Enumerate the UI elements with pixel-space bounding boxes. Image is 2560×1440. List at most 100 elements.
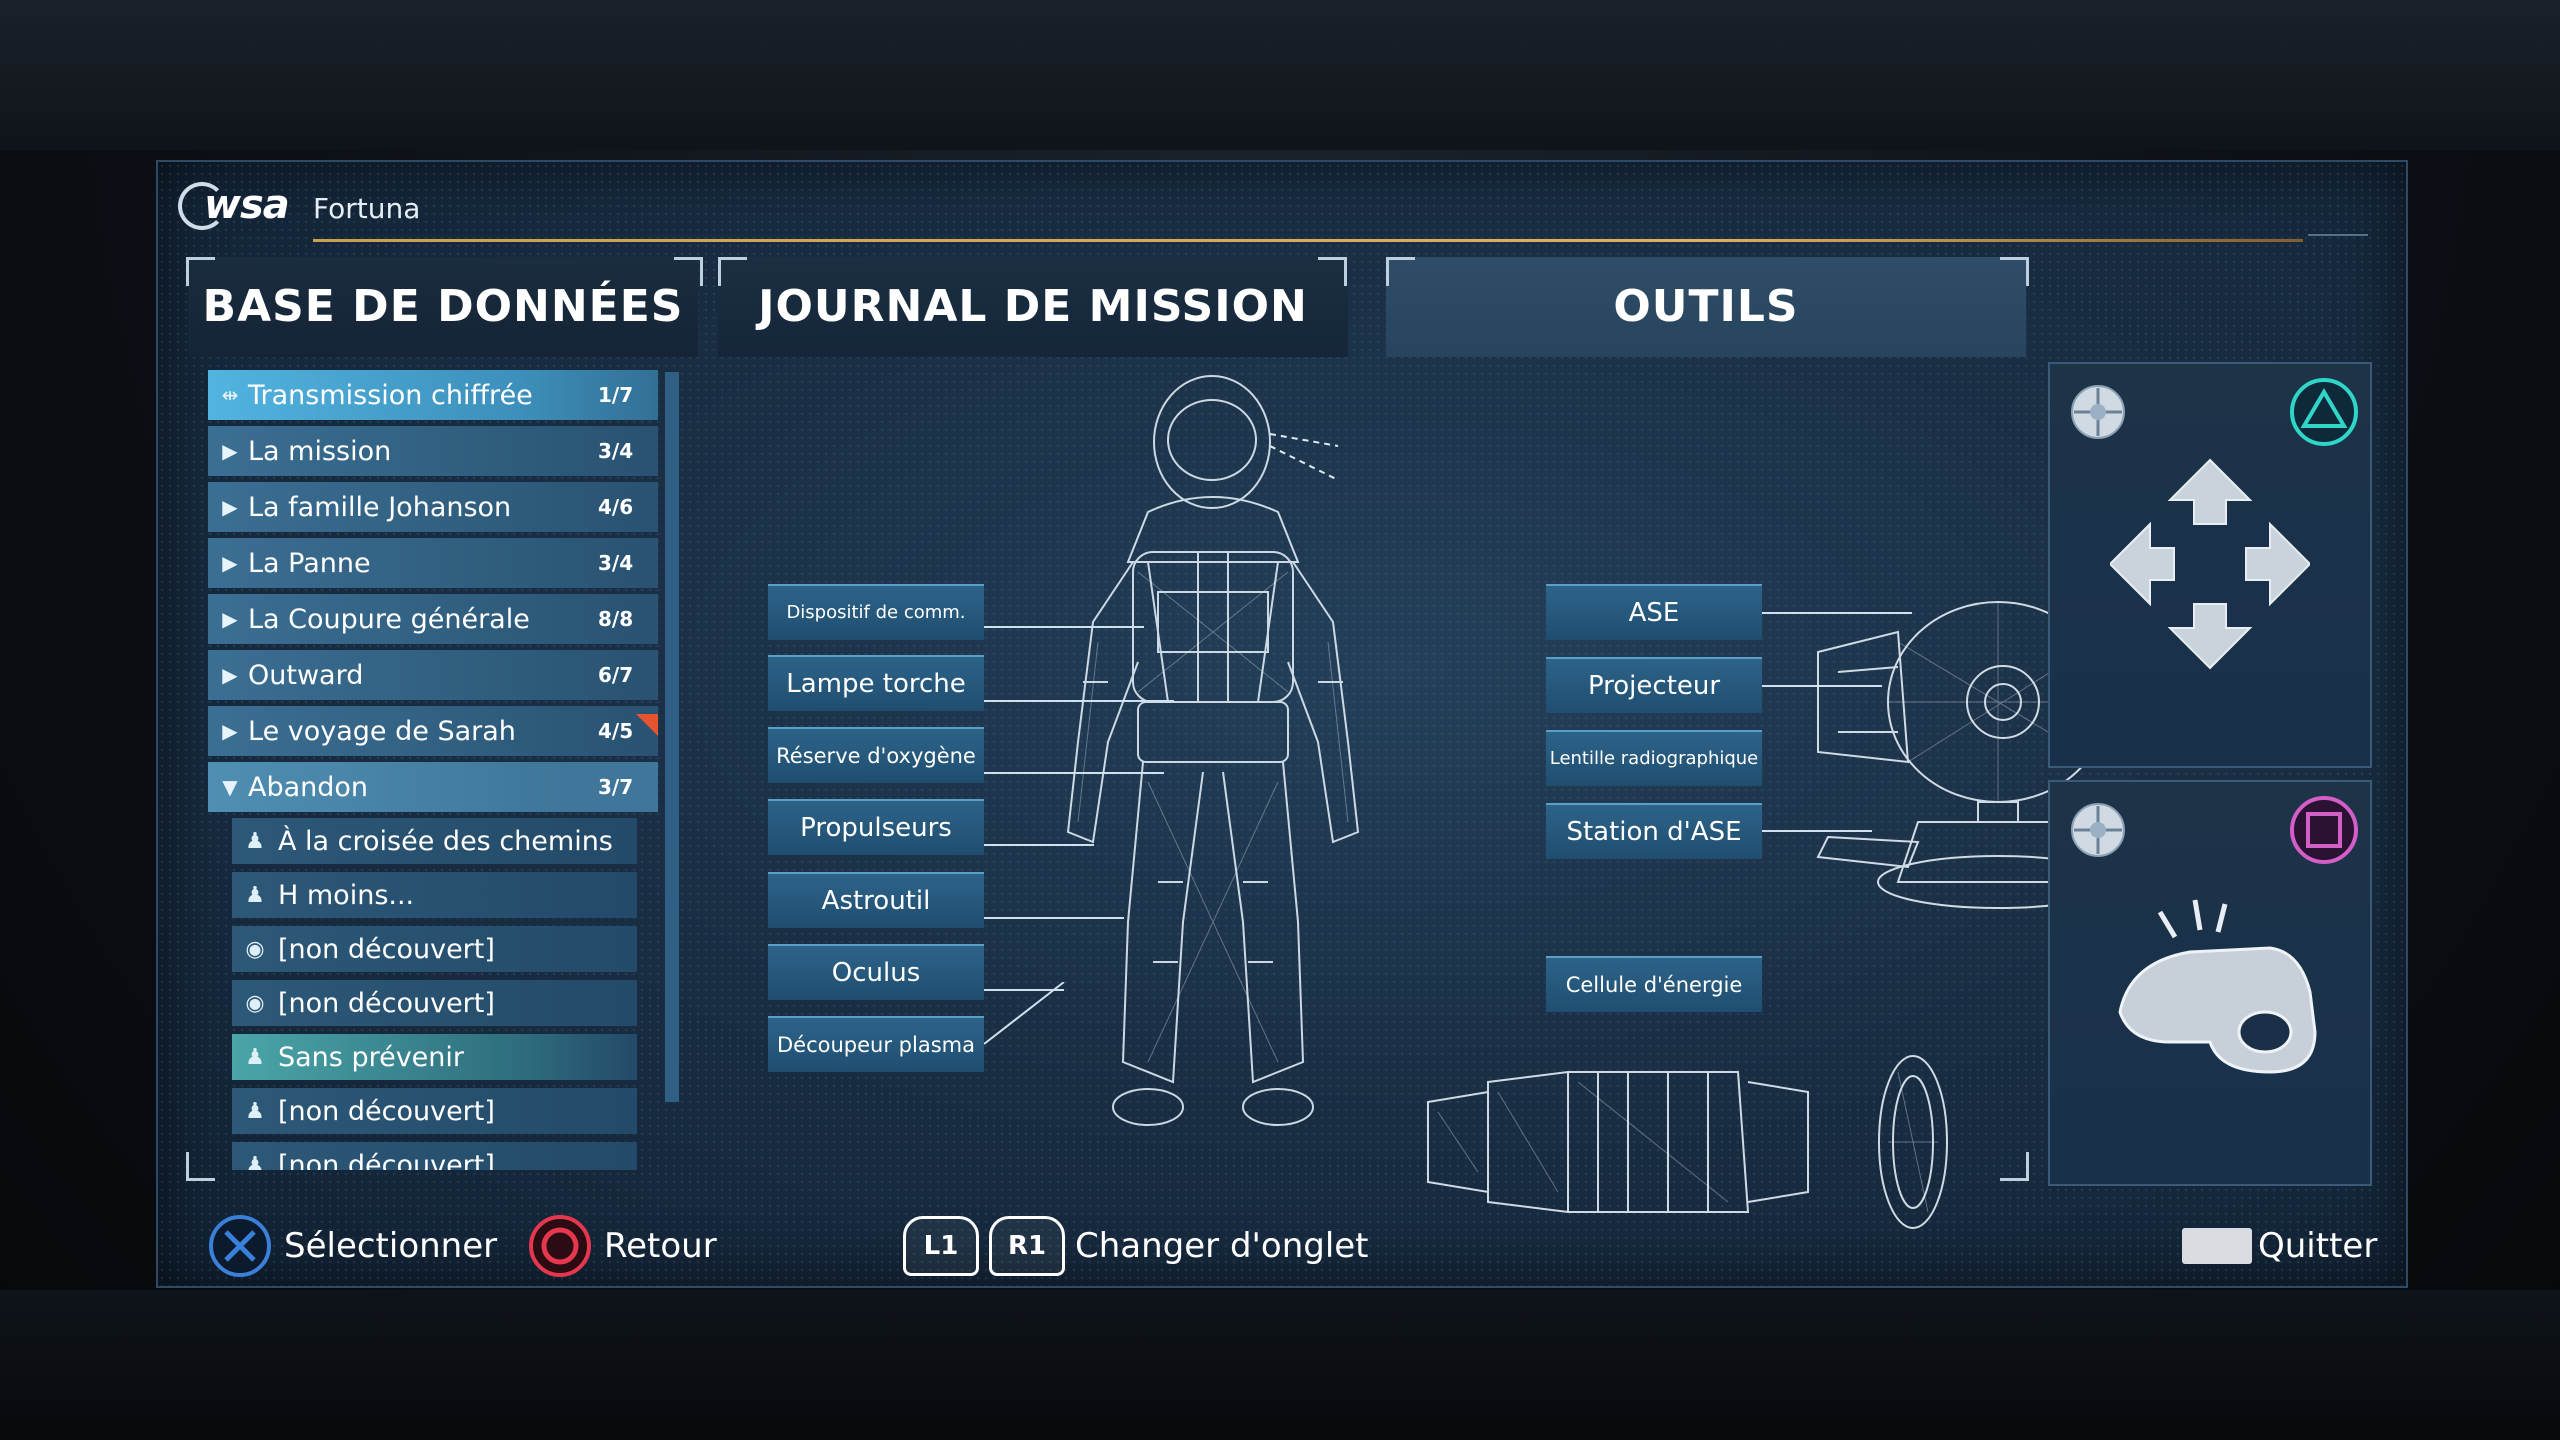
list-item-count: 6/7 <box>598 663 634 687</box>
leader-line <box>984 844 1094 846</box>
list-item[interactable]: ▶ La famille Johanson 4/6 <box>208 482 658 532</box>
change-tab-prompt[interactable]: L1 R1 Changer d'onglet <box>903 1216 1369 1276</box>
logo-text: wsa <box>204 182 290 228</box>
sub-list-item-label: H moins... <box>278 879 415 911</box>
sub-list-item[interactable]: ♟ [non découvert] <box>232 1088 637 1134</box>
person-icon: ♟ <box>245 1044 265 1070</box>
suit-part-tag[interactable]: Dispositif de comm. <box>768 584 984 640</box>
options-button-icon <box>2182 1228 2252 1264</box>
database-list: ⇹ Transmission chiffrée 1/7 ▶ La mission… <box>208 370 658 1170</box>
leader-line <box>984 917 1124 919</box>
tab-database[interactable]: BASE DE DONNÉES <box>188 257 698 357</box>
list-item-expanded[interactable]: ▼ Abandon 3/7 <box>208 762 658 812</box>
sub-list-item[interactable]: ◉ [non découvert] <box>232 980 637 1026</box>
quit-prompt[interactable]: Quitter <box>2182 1216 2377 1276</box>
arrow-down-icon: ▼ <box>222 775 238 799</box>
leader-line <box>984 989 1064 991</box>
leader-line <box>984 772 1164 774</box>
list-item[interactable]: ▶ La Coupure générale 8/8 <box>208 594 658 644</box>
sub-list-item[interactable]: ♟ À la croisée des chemins <box>232 818 637 864</box>
triangle-button-icon <box>2290 378 2358 446</box>
bracket-corner <box>1386 257 1415 286</box>
astronaut-wireframe <box>1066 375 1360 1126</box>
header-divider <box>313 239 2303 242</box>
list-item-label: La famille Johanson <box>248 491 512 523</box>
sub-list-item-label: [non découvert] <box>278 987 495 1019</box>
sub-list-item[interactable]: ♟ Sans prévenir <box>232 1034 637 1080</box>
r1-button-icon: R1 <box>989 1216 1065 1276</box>
circle-button-icon <box>529 1215 591 1277</box>
cross-button-icon <box>209 1215 271 1277</box>
list-item-label: Le voyage de Sarah <box>248 715 516 747</box>
list-item[interactable]: ▶ Outward 6/7 <box>208 650 658 700</box>
tool-tag[interactable]: ASE <box>1546 584 1762 640</box>
eye-icon: ◉ <box>245 936 265 962</box>
header: wsa Fortuna <box>178 174 2378 242</box>
tool-tag[interactable]: Station d'ASE <box>1546 803 1762 859</box>
list-item-count: 4/5 <box>598 719 634 743</box>
whistle-panel <box>2048 780 2372 1186</box>
tab-mission-journal[interactable]: JOURNAL DE MISSION <box>718 257 1348 357</box>
suit-part-tag[interactable]: Propulseurs <box>768 799 984 855</box>
quit-label: Quitter <box>2258 1226 2378 1266</box>
arrow-right-icon: ▶ <box>222 439 238 463</box>
suit-part-tag[interactable]: Découpeur plasma <box>768 1016 984 1072</box>
list-item-count: 3/7 <box>598 775 634 799</box>
back-label: Retour <box>604 1226 717 1266</box>
whistle-icon <box>2118 899 2317 1074</box>
list-item-label: La mission <box>248 435 392 467</box>
list-item[interactable]: ⇹ Transmission chiffrée 1/7 <box>208 370 658 420</box>
bracket-corner <box>718 257 747 286</box>
list-item-count: 4/6 <box>598 495 634 519</box>
tab-tools[interactable]: OUTILS <box>1386 257 2026 357</box>
list-item-label: Outward <box>248 659 364 691</box>
sub-list-item[interactable]: ♟ [non découvert] <box>232 1142 637 1170</box>
select-prompt[interactable]: Sélectionner <box>208 1215 498 1277</box>
list-item-count: 8/8 <box>598 607 634 631</box>
tool-tag[interactable]: Cellule d'énergie <box>1546 956 1762 1012</box>
signal-icon: ⇹ <box>221 383 239 407</box>
eye-icon: ◉ <box>245 990 265 1016</box>
tool-tag[interactable]: Projecteur <box>1546 657 1762 713</box>
bracket-corner <box>186 257 215 286</box>
arrow-right-icon: ▶ <box>222 663 238 687</box>
suit-part-tag[interactable]: Oculus <box>768 944 984 1000</box>
new-entry-flag-icon <box>636 714 658 736</box>
header-divider-end <box>2308 234 2368 236</box>
person-icon: ♟ <box>245 1098 265 1124</box>
energy-cell-wireframe <box>1427 1055 1948 1229</box>
arrow-right-icon: ▶ <box>222 551 238 575</box>
select-label: Sélectionner <box>284 1226 498 1266</box>
list-item[interactable]: ▶ Le voyage de Sarah 4/5 <box>208 706 658 756</box>
sub-list-item[interactable]: ♟ H moins... <box>232 872 637 918</box>
list-item[interactable]: ▶ La Panne 3/4 <box>208 538 658 588</box>
list-item-count: 3/4 <box>598 551 634 575</box>
change-tab-label: Changer d'onglet <box>1075 1226 1369 1266</box>
list-item-count: 3/4 <box>598 439 634 463</box>
bracket-corner <box>2000 1152 2029 1181</box>
back-prompt[interactable]: Retour <box>528 1215 717 1277</box>
leader-line <box>984 626 1144 628</box>
list-item-label: La Coupure générale <box>248 603 530 635</box>
sub-list-item[interactable]: ◉ [non découvert] <box>232 926 637 972</box>
leader-line <box>1762 685 1882 687</box>
footer-controls: Sélectionner Retour L1 R1 Changer d'ongl… <box>158 1202 2406 1286</box>
sub-list-item-label: Sans prévenir <box>278 1041 465 1073</box>
mission-name: Fortuna <box>313 192 421 225</box>
database-scrollbar[interactable] <box>665 372 679 1102</box>
list-item[interactable]: ▶ La mission 3/4 <box>208 426 658 476</box>
logo-swoosh-icon <box>178 182 226 230</box>
sub-list-item-label: [non découvert] <box>278 1095 495 1127</box>
suit-part-tag[interactable]: Lampe torche <box>768 655 984 711</box>
list-item-count: 1/7 <box>598 383 634 407</box>
wsa-logo: wsa <box>178 174 290 230</box>
suit-part-tag[interactable]: Astroutil <box>768 872 984 928</box>
l1-button-icon: L1 <box>903 1216 979 1276</box>
bracket-corner <box>2000 257 2029 286</box>
sub-list-item-label: [non découvert] <box>278 1149 495 1171</box>
list-item-label: Transmission chiffrée <box>248 379 533 411</box>
bracket-corner <box>186 1152 215 1181</box>
arrow-right-icon: ▶ <box>222 495 238 519</box>
tool-tag[interactable]: Lentille radiographique <box>1546 730 1762 786</box>
suit-part-tag[interactable]: Réserve d'oxygène <box>768 727 984 783</box>
